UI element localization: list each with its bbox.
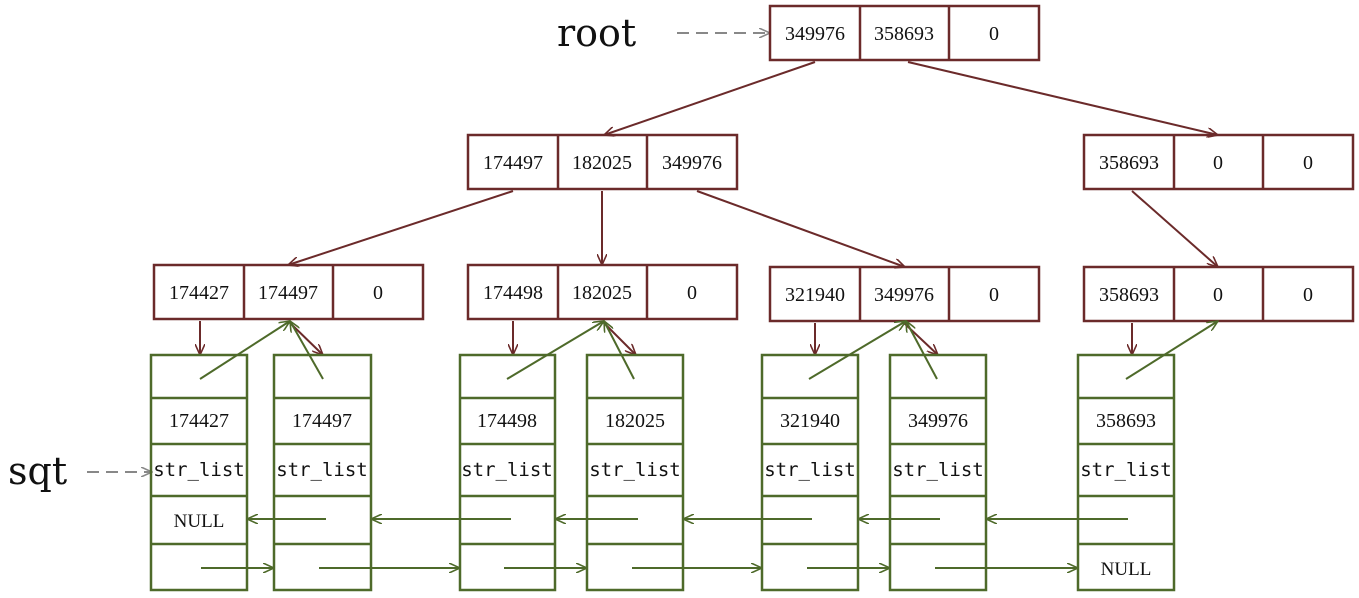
leaf-2-list: str_list [276,459,368,481]
leaf-node-5 [760,353,860,592]
parent-ptr-leaf-6 [906,321,938,380]
root-key-2: 358693 [874,23,934,45]
l2-2-key-3: 0 [687,282,697,304]
leaf-node-3 [458,353,557,592]
parent-ptr-leaf-5 [808,321,906,380]
leaf-4-key: 182025 [605,410,665,432]
leaf-node-1 [149,353,249,592]
leaf-5-key: 321940 [780,410,840,432]
root-key-3: 0 [989,23,999,45]
leaf-1-list: str_list [153,459,245,481]
parent-ptr-leaf-2 [290,321,324,380]
leaf-7-key: 358693 [1096,410,1156,432]
edge-root-l1-left [604,61,816,135]
l2-1-key-3: 0 [373,282,383,304]
l2-1-key-2: 174497 [258,282,318,304]
l2-1-key-1: 174427 [169,282,229,304]
edge-l1-l2-1 [288,190,514,265]
tree-edges [200,61,1218,355]
parent-ptr-leaf-4 [603,321,635,380]
leaf-3-key: 174498 [477,410,537,432]
root-key-1: 349976 [785,23,845,45]
l1-left-key-3: 349976 [662,152,722,174]
l2-3-key-2: 349976 [874,284,934,306]
leaf-7-next: NULL [1101,559,1152,580]
l1-right-key-1: 358693 [1099,152,1159,174]
leaf-4-list: str_list [589,459,681,481]
l2-4-key-1: 358693 [1099,284,1159,306]
leaf-6-key: 349976 [908,410,968,432]
leaf-parent-pointers [199,321,1218,380]
l2-3-key-1: 321940 [785,284,845,306]
leaf-1-prev: NULL [174,511,225,532]
sqt-label: sqt [8,449,67,493]
l1-left-key-2: 182025 [572,152,632,174]
l1-right-key-2: 0 [1213,152,1223,174]
leaf-5-list: str_list [764,459,856,481]
parent-ptr-leaf-7 [1125,321,1218,380]
edge-l1r-l2-4 [1131,190,1218,267]
edge-root-l1-right [907,61,1218,135]
l2-2-key-1: 174498 [483,282,543,304]
root-label: root [557,11,636,55]
leaf-2-key: 174497 [292,410,352,432]
l2-2-key-2: 182025 [572,282,632,304]
leaf-6-list: str_list [892,459,984,481]
leaf-node-4 [585,353,685,592]
parent-ptr-leaf-1 [199,321,290,380]
tree-node-root [768,4,1041,62]
leaf-1-key: 174427 [169,410,229,432]
leaf-node-6 [888,353,988,592]
edge-l1-l2-3 [696,190,905,267]
l1-left-key-1: 174497 [483,152,543,174]
leaf-7-list: str_list [1080,459,1172,481]
l2-4-key-3: 0 [1303,284,1313,306]
leaf-node-2 [272,353,373,592]
l2-3-key-3: 0 [989,284,999,306]
l1-right-key-3: 0 [1303,152,1313,174]
parent-ptr-leaf-3 [506,321,604,380]
leaf-3-list: str_list [461,459,553,481]
leaf-node-7 [1076,353,1176,592]
l2-4-key-2: 0 [1213,284,1223,306]
